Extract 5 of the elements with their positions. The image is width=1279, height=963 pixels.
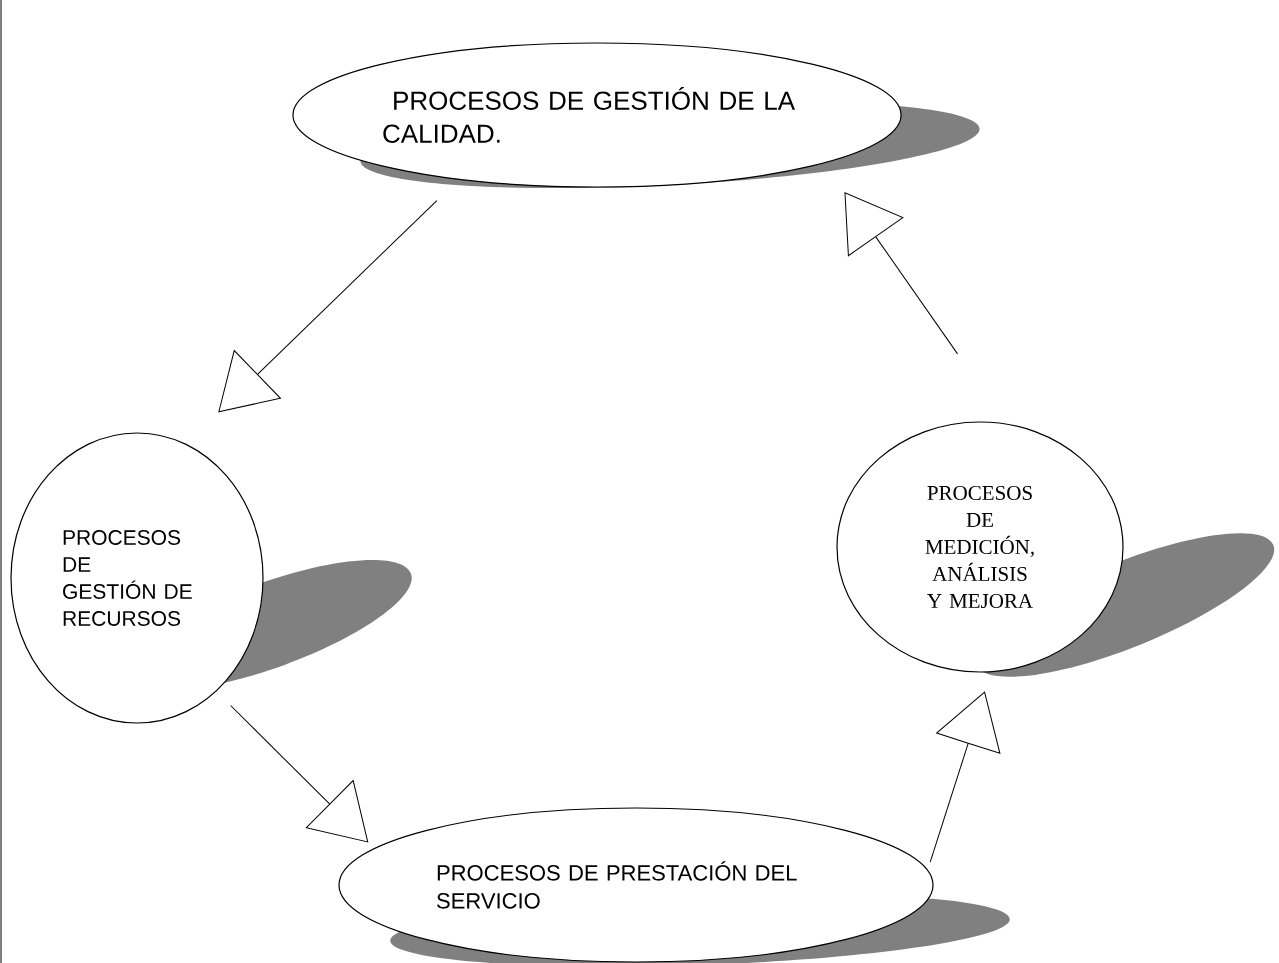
arrow <box>230 705 369 843</box>
arrow <box>929 691 1001 863</box>
arrow <box>218 200 438 413</box>
arrow <box>844 192 959 355</box>
node-label: PROCESOS DE PRESTACIÓN DEL SERVICIO <box>437 861 797 909</box>
